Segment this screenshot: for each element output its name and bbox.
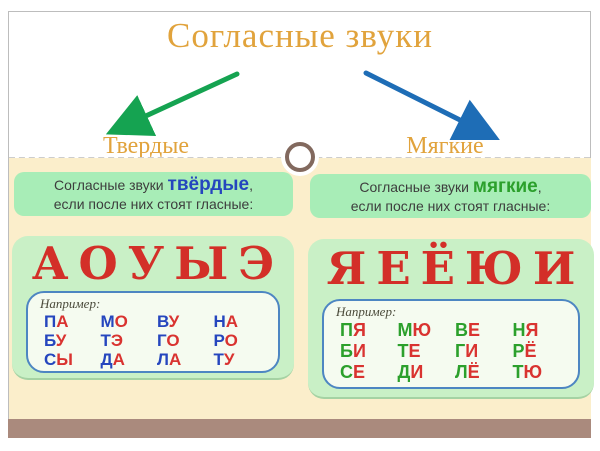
soft-header-line1: Согласные звуки мягкие, — [310, 177, 591, 197]
syllable: ЛЁ — [455, 362, 480, 382]
divider-circle — [285, 142, 315, 172]
syllable: ТЕ — [397, 341, 421, 361]
arrow-to-hard — [105, 71, 240, 136]
syllable: СЕ — [340, 362, 366, 382]
hard-header-word: твёрдые — [167, 174, 250, 195]
syllable: СЫ — [44, 350, 73, 369]
page-title: Согласные звуки — [167, 16, 433, 55]
soft-header-box: Согласные звуки мягкие, если после них с… — [310, 174, 591, 218]
syllable: ДА — [100, 350, 125, 369]
syllable: ПЯ — [340, 320, 366, 340]
syllable: ТЭ — [100, 331, 124, 350]
soft-panel: ЯЕЁЮИ Например: ПЯ МЮ ВЕ НЯ БИ ТЕ ГИ РЁ … — [308, 239, 594, 399]
soft-examples-box: Например: ПЯ МЮ ВЕ НЯ БИ ТЕ ГИ РЁ СЕ ДИ … — [322, 299, 580, 389]
syllable: БУ — [44, 331, 67, 350]
syllable: ПА — [44, 312, 69, 331]
syllable: ТУ — [213, 350, 235, 369]
syllable: ГИ — [455, 341, 479, 361]
syllable: МЮ — [397, 320, 432, 340]
syllable: ТЮ — [512, 362, 543, 382]
hard-header-line2: если после них стоят гласные: — [53, 196, 254, 212]
syllable: РО — [213, 331, 238, 350]
syllable: МО — [100, 312, 128, 331]
syllable: НА — [213, 312, 239, 331]
hard-branch-label: Твердые — [103, 133, 189, 159]
hard-header-box: Согласные звуки твёрдые, если после них … — [14, 172, 293, 216]
hard-header-comma: , — [249, 177, 253, 193]
soft-branch-label: Мягкие — [406, 133, 484, 159]
soft-header-word: мягкие — [472, 176, 538, 197]
syllable: РЁ — [512, 341, 537, 361]
bottom-bar — [8, 419, 591, 438]
soft-header-prefix: Согласные звуки — [359, 179, 470, 195]
syllable: ВУ — [157, 312, 180, 331]
hard-vowels: АОУЫЭ — [31, 237, 285, 290]
syllable: НЯ — [512, 320, 539, 340]
hard-header-prefix: Согласные звуки — [54, 177, 164, 193]
syllable: ВЕ — [455, 320, 481, 340]
soft-vowels: ЯЕЁЮИ — [326, 242, 586, 295]
hard-syllable-grid: ПА МО ВУ НА БУ ТЭ ГО РО СЫ ДА ЛА ТУ — [40, 312, 270, 369]
hard-example-label: Например: — [40, 296, 101, 311]
soft-header-line2: если после них стоят гласные: — [350, 198, 551, 214]
syllable: БИ — [340, 341, 366, 361]
syllable: ДИ — [397, 362, 424, 382]
soft-header-comma: , — [537, 179, 542, 195]
soft-example-label: Например: — [336, 304, 397, 319]
hard-examples-box: Например: ПА МО ВУ НА БУ ТЭ ГО РО СЫ ДА … — [26, 291, 280, 373]
hard-panel: АОУЫЭ Например: ПА МО ВУ НА БУ ТЭ ГО РО … — [12, 236, 294, 380]
syllable: ГО — [157, 331, 180, 350]
soft-syllable-grid: ПЯ МЮ ВЕ НЯ БИ ТЕ ГИ РЁ СЕ ДИ ЛЁ ТЮ — [336, 320, 570, 383]
syllable: ЛА — [157, 350, 182, 369]
hard-header-line1: Согласные звуки твёрдые, — [14, 175, 293, 195]
arrow-to-soft — [363, 70, 500, 140]
